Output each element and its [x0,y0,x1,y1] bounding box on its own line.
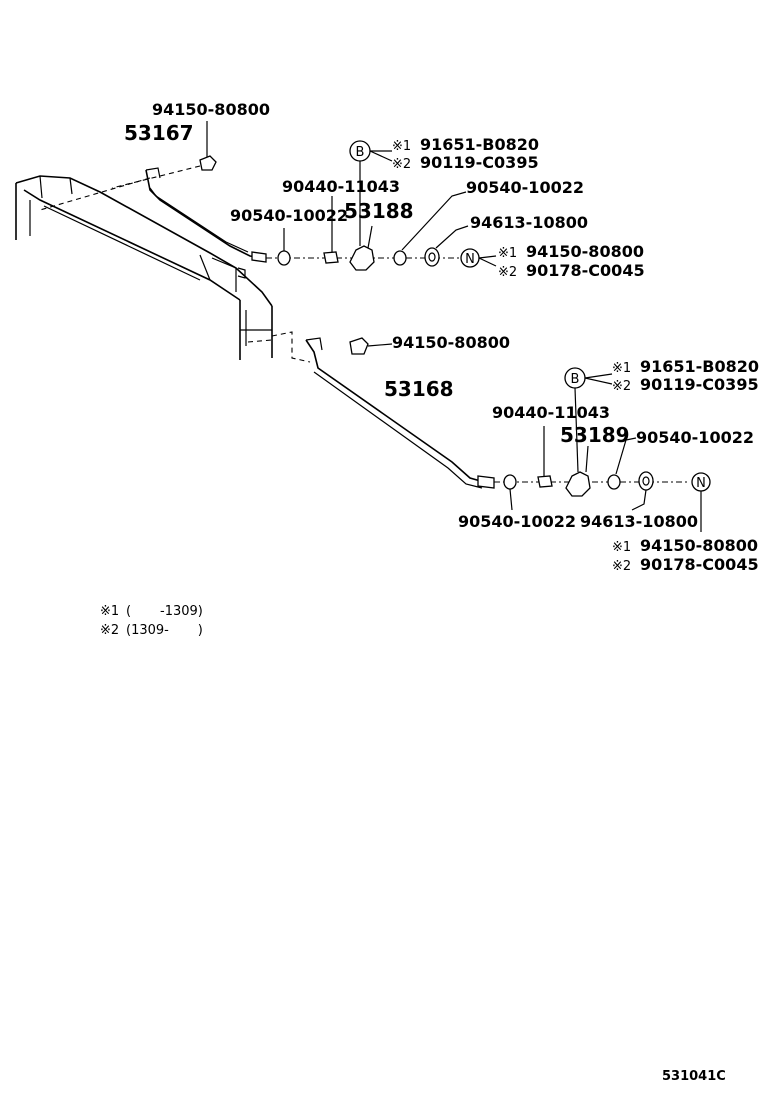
label-53167: 53167 [124,121,194,145]
label-90178-C0045-upper: 90178-C0045 [526,261,645,280]
label-90440-11043-lower: 90440-11043 [492,403,610,422]
label-nut-alt1-mark-upper: ※1 [498,246,517,261]
label-90540-10022-lower-top: 90540-10022 [636,428,754,447]
upper-parts-group: B N 94150-80800 53167 ※1 91651-B0820 ※2 … [39,100,645,280]
label-91651-B0820-lower: 91651-B0820 [640,357,759,376]
label-94613-10800-lower: 94613-10800 [580,512,698,531]
bolt-marker-label-upper: B [356,145,365,160]
label-90540-10022-upper-right: 90540-10022 [466,178,584,197]
washer-90540-10022-upper-right [393,250,407,266]
nut-marker-label-lower: N [696,476,706,491]
label-90440-11043-upper: 90440-11043 [282,177,400,196]
label-90119-C0395-upper: 90119-C0395 [420,153,539,172]
washer-90540-10022-upper-left [277,250,291,266]
note2-mark: ※2 [100,623,119,638]
production-notes: ※1 ( -1309) ※2 (1309- ) [100,604,203,638]
note1-range: ( -1309) [126,604,203,619]
figure-reference: 531041C [662,1069,726,1084]
lower-parts-group: B N 94150-80800 53168 ※1 91651-B0820 ※2 … [247,331,759,574]
label-53188: 53188 [344,199,414,223]
label-91651-B0820-upper: 91651-B0820 [420,135,539,154]
spacer-90440-11043-upper [323,251,339,264]
bolt-marker-label-lower: B [571,372,580,387]
washer-90540-10022-lower-top [607,474,621,490]
label-bolt-alt2-mark-lower: ※2 [612,379,631,394]
label-nut-alt2-mark-upper: ※2 [498,265,517,280]
nut-marker-label-upper: N [465,252,475,267]
spacer-90440-11043-lower [537,475,553,488]
label-nut-alt2-mark-lower: ※2 [612,559,631,574]
nut-94150-80800-upper [199,155,217,171]
note2-range: (1309- ) [126,623,203,638]
label-53189: 53189 [560,423,630,447]
label-90178-C0045-lower: 90178-C0045 [640,555,759,574]
label-bolt-alt1-mark-upper: ※1 [392,139,411,154]
label-90540-10022-upper-left: 90540-10022 [230,206,348,225]
label-94150-80800-upper: 94150-80800 [152,100,270,119]
label-bolt-alt2-mark-upper: ※2 [392,157,411,172]
washer-90540-10022-lower-bottom [503,474,517,490]
bracket-53188 [349,245,375,271]
bracket-53189 [565,471,591,497]
nut-94150-80800-lower [349,337,369,355]
label-53168: 53168 [384,377,454,401]
tube-53168 [305,339,485,483]
label-bolt-alt1-mark-lower: ※1 [612,361,631,376]
label-94150-80800-lower: 94150-80800 [392,333,510,352]
grommet-94613-10800-upper [424,247,440,267]
frame-crossmember [15,175,273,360]
label-94150-80800-upper-nut: 94150-80800 [526,242,644,261]
label-90119-C0395-lower: 90119-C0395 [640,375,759,394]
label-90540-10022-lower-bottom: 90540-10022 [458,512,576,531]
label-94613-10800-upper: 94613-10800 [470,213,588,232]
label-nut-alt1-mark-lower: ※1 [612,540,631,555]
label-94150-80800-lower-nut: 94150-80800 [640,536,758,555]
note1-mark: ※1 [100,604,119,619]
grommet-94613-10800-lower [638,471,654,491]
